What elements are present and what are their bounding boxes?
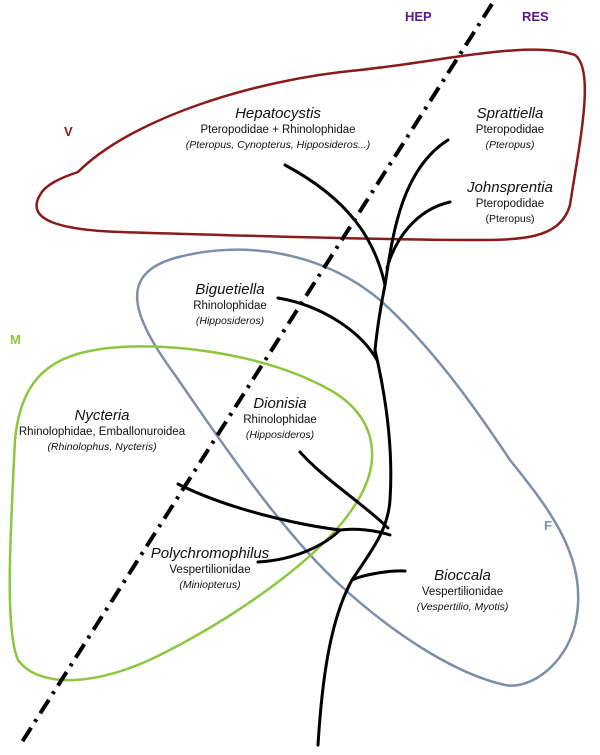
taxon-nycteria: Nycteria Rhinolophidae, Emballonuroidea … [2, 406, 202, 455]
taxon-family: Vespertilionidae [421, 586, 504, 598]
branch-polychromophilus [256, 528, 342, 564]
branch-biguetiella [276, 296, 379, 362]
taxon-sprattiella: Sprattiella Pteropodidae (Pteropus) [440, 104, 580, 153]
taxon-hosts: (Pteropus) [485, 139, 535, 151]
taxon-hosts: (Pteropus) [485, 213, 535, 225]
taxon-genus: Nycteria [74, 407, 130, 424]
branch-dionisia [298, 450, 390, 530]
taxon-family: Rhinolophidae [193, 300, 267, 312]
taxon-hepatocystis: Hepatocystis Pteropodidae + Rhinolophida… [148, 104, 408, 153]
taxon-johnsprentia: Johnsprentia Pteropodidae (Pteropus) [440, 178, 580, 227]
taxon-family: Vespertilionidae [169, 564, 251, 576]
hep-label: HEP [405, 9, 432, 24]
taxon-polychromophilus: Polychromophilus Vespertilionidae (Minio… [130, 544, 290, 593]
branch-nycteria [176, 482, 342, 532]
taxon-hosts: (Vespertilio, Myotis) [416, 601, 509, 613]
taxon-dionisia: Dionisia Rhinolophidae (Hipposideros) [210, 394, 350, 443]
taxon-hosts: (Pteropus, Cynopterus, Hipposideros...) [185, 139, 371, 151]
taxon-hosts: (Rhinolophus, Nycteris) [47, 441, 157, 453]
taxon-hosts: (Miniopterus) [179, 579, 241, 591]
taxon-genus: Polychromophilus [150, 545, 270, 562]
taxon-family: Pteropodidae [475, 198, 545, 210]
group-f-label: F [544, 518, 552, 533]
hep-res-divider [20, 2, 494, 744]
tree [176, 138, 452, 747]
taxon-hosts: (Hipposideros) [195, 315, 265, 327]
taxon-genus: Sprattiella [476, 105, 544, 122]
taxon-hosts: (Hipposideros) [245, 429, 315, 441]
taxon-bioccala: Bioccala Vespertilionidae (Vespertilio, … [390, 566, 535, 615]
group-m-label: M [10, 332, 21, 347]
taxon-genus: Biguetiella [195, 281, 265, 298]
taxon-family: Rhinolophidae [243, 414, 317, 426]
taxon-family: Pteropodidae [475, 124, 545, 136]
branch-bioccala [350, 569, 407, 582]
branch-sprattiella [383, 138, 450, 287]
trunk-branch [316, 348, 393, 747]
branch-m-clade [338, 527, 392, 537]
branch-johnsprentia [385, 200, 452, 270]
taxon-genus: Bioccala [434, 567, 491, 584]
branch-hepatocystis [283, 163, 387, 287]
group-f-outline [135, 248, 580, 687]
taxon-genus: Hepatocystis [235, 105, 321, 122]
taxon-biguetiella: Biguetiella Rhinolophidae (Hipposideros) [160, 280, 300, 329]
res-label: RES [522, 9, 549, 24]
branch-v-clade [373, 283, 387, 352]
group-v-label: V [64, 124, 73, 139]
taxon-family: Pteropodidae + Rhinolophidae [200, 124, 356, 136]
group-v-outline [35, 48, 587, 242]
taxon-genus: Johnsprentia [467, 179, 553, 196]
group-m-outline [8, 345, 374, 682]
taxon-genus: Dionisia [253, 395, 307, 412]
taxon-family: Rhinolophidae, Emballonuroidea [18, 426, 186, 438]
